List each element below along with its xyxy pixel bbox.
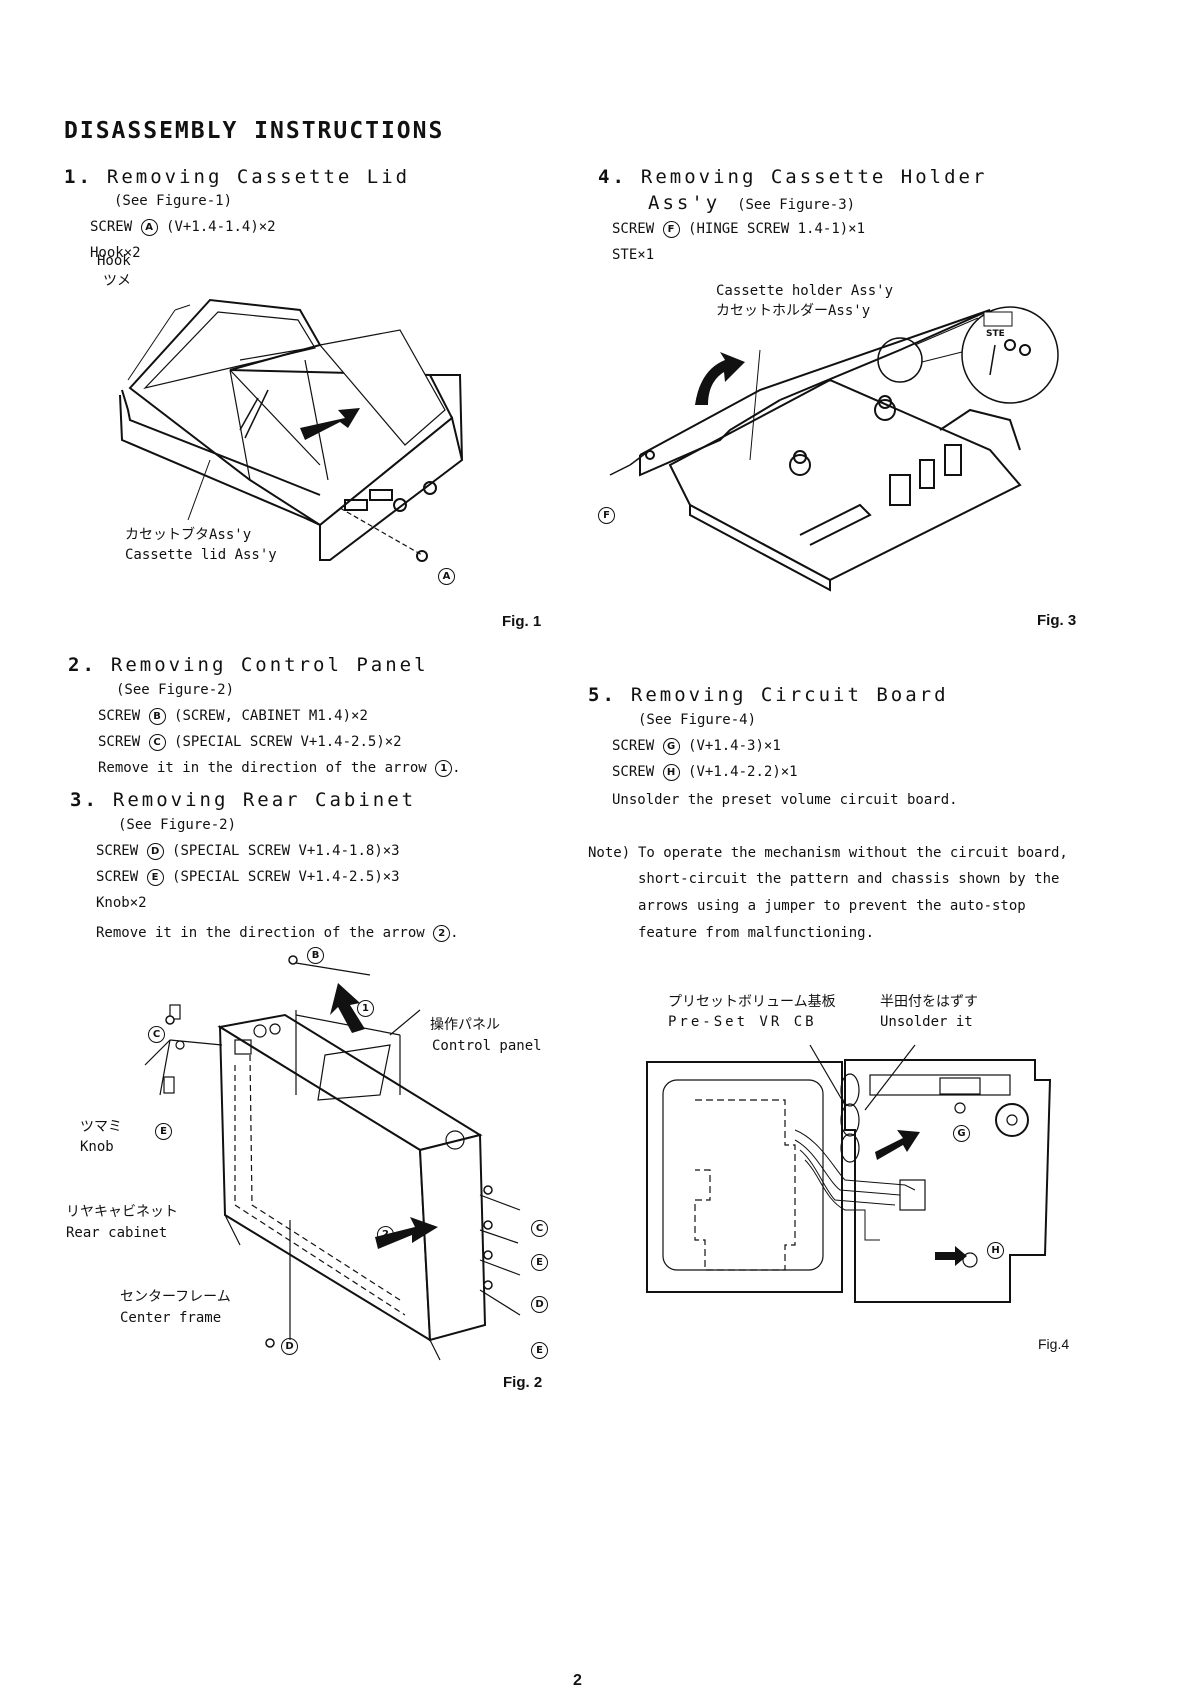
section-1-hook: Hook×2 <box>90 245 141 261</box>
section-2-see: (See Figure-2) <box>116 682 235 698</box>
section-5-unsolder: Unsolder the preset volume circuit board… <box>612 792 958 808</box>
note-line-1: To operate the mechanism without the cir… <box>638 845 1068 861</box>
fig4-badge-h: H <box>987 1242 1004 1259</box>
section-4-screw: SCREW F (HINGE SCREW 1.4-1)×1 <box>612 220 866 238</box>
fig2-badge-c2: C <box>531 1220 548 1237</box>
figure-4-caption: Fig.4 <box>1038 1336 1070 1352</box>
figure-2-illustration <box>144 955 521 1361</box>
fig1-screw-badge: A <box>438 568 455 585</box>
screw-letter-badge: G <box>662 737 680 755</box>
figure-1-illustration <box>119 298 464 562</box>
fig2-knob-label-en: Knob <box>80 1139 114 1155</box>
fig2-center-label-en: Center frame <box>120 1310 222 1326</box>
fig1-lid-label-jp: カセットブタAss'y <box>125 527 252 543</box>
fig4-badge-g: G <box>953 1125 970 1142</box>
fig2-rear-label-jp: リヤキャビネット <box>66 1204 178 1220</box>
fig2-badge-e1: E <box>155 1123 172 1140</box>
section-5-screw-1: SCREW G (V+1.4-3)×1 <box>612 737 781 755</box>
screw-letter-badge: A <box>140 218 158 236</box>
fig2-panel-label-en: Control panel <box>432 1038 542 1054</box>
screw-letter-badge: D <box>146 842 164 860</box>
section-4-ste: STE×1 <box>612 247 655 263</box>
section-3-screw-1: SCREW D (SPECIAL SCREW V+1.4-1.8)×3 <box>96 842 400 860</box>
fig4-vr-label-en: Pre-Set VR CB <box>668 1014 817 1030</box>
arrow-number-badge: 2 <box>433 924 451 942</box>
figure-4-illustration <box>646 1044 1052 1303</box>
note-line-3: arrows using a jumper to prevent the aut… <box>638 898 1026 914</box>
note-line-4: feature from malfunctioning. <box>638 925 875 941</box>
figure-2-caption: Fig. 2 <box>503 1374 543 1391</box>
screw-letter-badge: F <box>662 220 680 238</box>
fig2-badge-e3: E <box>531 1342 548 1359</box>
fig3-screw-badge: F <box>598 507 615 524</box>
fig3-holder-label-en: Cassette holder Ass'y <box>716 283 894 299</box>
fig4-unsolder-label-jp: 半田付をはずす <box>880 994 978 1010</box>
screw-letter-badge: B <box>148 707 166 725</box>
fig2-badge-e2: E <box>531 1254 548 1271</box>
note-prefix: Note) <box>588 845 631 861</box>
note-line-2: short-circuit the pattern and chassis sh… <box>638 871 1060 887</box>
fig3-ste-label: STE <box>986 329 1005 339</box>
section-3-knob: Knob×2 <box>96 895 147 911</box>
section-4-title-line-2: Ass'y (See Figure-3) <box>648 192 856 214</box>
fig1-hook-label-en: Hook <box>97 253 131 269</box>
fig4-unsolder-label-en: Unsolder it <box>880 1014 973 1030</box>
fig2-badge-d1: D <box>531 1296 548 1313</box>
page-title: DISASSEMBLY INSTRUCTIONS <box>64 118 445 144</box>
figure-3-illustration <box>609 306 1059 592</box>
fig2-badge-c1: C <box>148 1026 165 1043</box>
section-2-remove: Remove it in the direction of the arrow … <box>98 759 461 777</box>
section-3-remove: Remove it in the direction of the arrow … <box>96 924 459 942</box>
section-1-screw: SCREW A (V+1.4-1.4)×2 <box>90 218 276 236</box>
figure-3-caption: Fig. 3 <box>1037 612 1077 629</box>
section-1-see: (See Figure-1) <box>114 193 233 209</box>
section-3-title: 3.Removing Rear Cabinet <box>70 789 417 811</box>
arrow-number-badge: 1 <box>435 759 453 777</box>
section-3-see: (See Figure-2) <box>118 817 237 833</box>
screw-letter-badge: C <box>148 733 166 751</box>
fig2-panel-label-jp: 操作パネル <box>430 1017 500 1033</box>
figure-1-caption: Fig. 1 <box>502 613 542 630</box>
screw-letter-badge: H <box>662 763 680 781</box>
fig2-arrow-1-badge: 1 <box>357 1000 374 1017</box>
fig2-arrow-2-badge: 2 <box>377 1226 394 1243</box>
fig4-vr-label-jp: プリセットボリューム基板 <box>668 994 836 1010</box>
section-4-title: 4.Removing Cassette Holder <box>598 166 988 188</box>
section-5-screw-2: SCREW H (V+1.4-2.2)×1 <box>612 763 798 781</box>
page-number: 2 <box>573 1672 582 1689</box>
fig2-rear-label-en: Rear cabinet <box>66 1225 168 1241</box>
section-5-title: 5.Removing Circuit Board <box>588 684 949 706</box>
section-1-title: 1.Removing Cassette Lid <box>64 166 411 188</box>
section-2-title: 2.Removing Control Panel <box>68 654 429 676</box>
fig1-lid-label-en: Cassette lid Ass'y <box>125 547 277 563</box>
section-3-screw-2: SCREW E (SPECIAL SCREW V+1.4-2.5)×3 <box>96 868 400 886</box>
screw-letter-badge: E <box>146 868 164 886</box>
fig2-badge-d2: D <box>281 1338 298 1355</box>
fig2-knob-label-jp: ツマミ <box>80 1119 122 1135</box>
fig2-center-label-jp: センターフレーム <box>120 1289 231 1305</box>
fig3-holder-label-jp: カセットホルダーAss'y <box>716 303 871 319</box>
section-2-screw-1: SCREW B (SCREW, CABINET M1.4)×2 <box>98 707 368 725</box>
section-2-screw-2: SCREW C (SPECIAL SCREW V+1.4-2.5)×2 <box>98 733 402 751</box>
fig2-badge-b: B <box>307 947 324 964</box>
fig1-hook-label-jp: ツメ <box>103 273 131 289</box>
section-5-see: (See Figure-4) <box>638 712 757 728</box>
